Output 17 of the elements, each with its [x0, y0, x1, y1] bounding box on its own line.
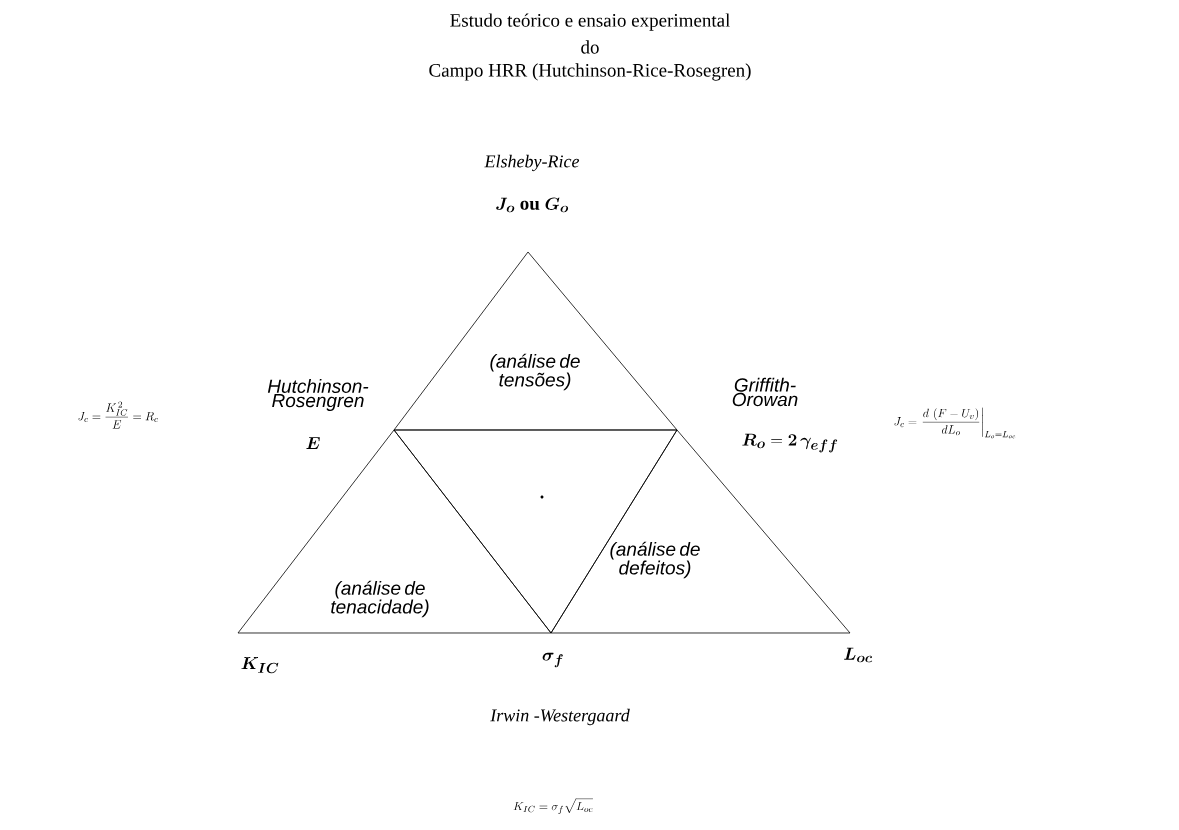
- author-name: Irwin -Westergaard: [490, 708, 630, 726]
- vertex-symbol: $\bm{E}$: [306, 437, 320, 449]
- heading-line: do: [581, 40, 599, 54]
- author-name: Elsheby-Rice: [484, 154, 580, 172]
- vertex-symbol: $\bm{L_{oc}}$: [844, 647, 873, 663]
- equation: $J_c = \frac{K_{IC}^{\,2}}{E} = R_c$: [78, 401, 158, 429]
- vertex-symbol: $\bm{\sigma_f}$: [542, 652, 563, 668]
- region-triangle: (análise de tensões): [393, 251, 678, 431]
- vertex-symbol: $\bm{R_o} = \bm{2\,\gamma_{eff}}$: [742, 433, 838, 453]
- author-name: Griffith- Orowan: [732, 377, 798, 407]
- vertex-symbol: $\bm{K_{IC}}$: [241, 657, 279, 674]
- equation: $K_{IC} = \sigma_f \sqrt{L_{oc}}$: [513, 798, 593, 815]
- heading: Estudo teórico e ensaio experimental: [450, 13, 730, 31]
- heading-line: Campo HRR (Hutchinson-Rice-Rosegren): [429, 63, 751, 81]
- equation: $J_c = \left.\frac{d\,\left(F - U_v\right)}{d L_o}\right|_{L_o = L_{oc}}$: [894, 407, 1016, 439]
- author-name: Hutchinson- Rosengren: [267, 379, 369, 411]
- vertex-symbol: $\bm{J_o}\ \mathbf{ou}\ \bm{G_o}$: [496, 197, 569, 213]
